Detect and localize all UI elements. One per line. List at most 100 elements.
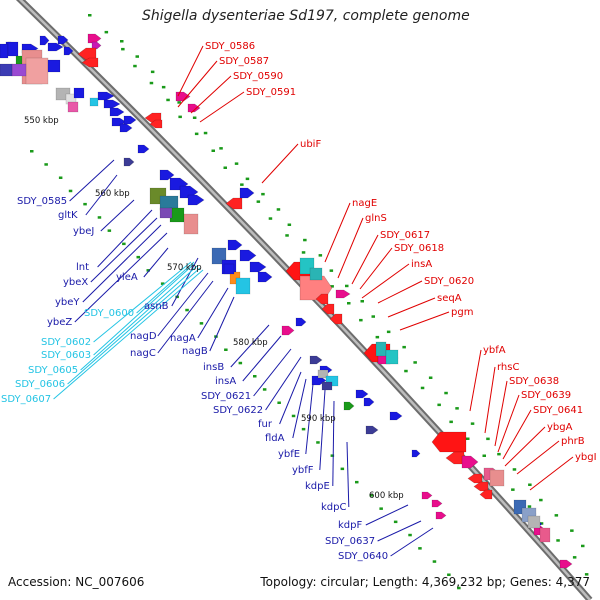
gene-label-sdy-0617-r-7[interactable]: SDY_0617 bbox=[380, 230, 430, 241]
gene-arrow-48[interactable] bbox=[365, 425, 379, 435]
feature-block-10[interactable] bbox=[73, 87, 85, 99]
feature-block-6[interactable] bbox=[0, 63, 13, 77]
gene-label-insb-b-13[interactable]: insB bbox=[203, 362, 224, 373]
gene-arrow-29[interactable] bbox=[239, 249, 257, 262]
gene-label-pgm-r-12[interactable]: pgm bbox=[451, 307, 473, 318]
gene-label-nagd-b-9[interactable]: nagD bbox=[130, 331, 157, 342]
gene-label-ubif-r-4[interactable]: ubiF bbox=[300, 139, 321, 150]
gene-arrow-42[interactable] bbox=[309, 355, 323, 365]
feature-block-27[interactable] bbox=[321, 381, 333, 391]
feature-block-4[interactable] bbox=[25, 57, 49, 85]
gene-arrow-55[interactable] bbox=[473, 481, 489, 492]
gene-label-sdy-0600-c-0[interactable]: SDY_0600 bbox=[84, 308, 134, 319]
gene-label-ybex-b-4[interactable]: ybeX bbox=[63, 277, 88, 288]
gene-label-ybej-b-2[interactable]: ybeJ bbox=[73, 226, 94, 237]
gene-label-sdy-0603-c-2[interactable]: SDY_0603 bbox=[41, 350, 91, 361]
feature-block-28[interactable] bbox=[375, 341, 387, 357]
gene-label-sdy-0641-r-17[interactable]: SDY_0641 bbox=[533, 405, 583, 416]
gene-label-nagc-b-10[interactable]: nagC bbox=[130, 348, 156, 359]
gene-arrow-45[interactable] bbox=[343, 401, 355, 411]
gene-arrow-58[interactable] bbox=[431, 499, 443, 508]
gene-label-sdy-0591-r-3[interactable]: SDY_0591 bbox=[246, 87, 296, 98]
gene-arrow-65[interactable] bbox=[559, 559, 573, 569]
gene-arrow-3[interactable] bbox=[47, 42, 64, 52]
gene-arrow-4[interactable] bbox=[57, 35, 69, 45]
gene-arrow-60[interactable] bbox=[435, 511, 447, 520]
gene-arrow-24[interactable] bbox=[175, 91, 191, 102]
gene-label-glns-r-6[interactable]: glnS bbox=[365, 213, 387, 224]
gene-arrow-39[interactable] bbox=[295, 317, 307, 327]
gene-label-sdy-0585-b-0[interactable]: SDY_0585 bbox=[17, 196, 67, 207]
gene-arrow-51[interactable] bbox=[431, 431, 467, 453]
feature-block-16[interactable] bbox=[183, 213, 199, 235]
gene-label-ybgi-r-20[interactable]: ybgI bbox=[575, 452, 597, 463]
gene-arrow-17[interactable] bbox=[123, 157, 135, 167]
gene-arrow-15[interactable] bbox=[123, 115, 137, 125]
feature-block-34[interactable] bbox=[539, 527, 551, 543]
gene-label-seqa-r-11[interactable]: seqA bbox=[437, 293, 462, 304]
gene-label-kdpc-b-22[interactable]: kdpC bbox=[321, 502, 346, 513]
gene-label-sdy-0637-b-24[interactable]: SDY_0637 bbox=[325, 536, 375, 547]
gene-label-fur-b-17[interactable]: fur bbox=[258, 419, 273, 430]
gene-label-kdpe-b-21[interactable]: kdpE bbox=[305, 481, 330, 492]
gene-arrow-7[interactable] bbox=[91, 41, 102, 50]
gene-label-sdy-0620-r-10[interactable]: SDY_0620 bbox=[424, 276, 474, 287]
feature-block-33[interactable] bbox=[527, 515, 541, 529]
gene-label-sdy-0622-b-16[interactable]: SDY_0622 bbox=[213, 405, 263, 416]
gene-arrow-21[interactable] bbox=[187, 194, 205, 206]
gene-label-gltk-b-1[interactable]: gltK bbox=[58, 210, 78, 221]
gene-arrow-23[interactable] bbox=[149, 119, 163, 129]
gene-arrow-47[interactable] bbox=[363, 397, 375, 407]
gene-arrow-35[interactable] bbox=[321, 303, 335, 315]
gene-label-sdy-0638-r-15[interactable]: SDY_0638 bbox=[509, 376, 559, 387]
feature-block-24[interactable] bbox=[309, 267, 323, 281]
gene-arrow-28[interactable] bbox=[227, 239, 243, 251]
gene-arrow-37[interactable] bbox=[335, 289, 351, 299]
gene-label-insa-r-9[interactable]: insA bbox=[411, 259, 432, 270]
feature-block-22[interactable] bbox=[223, 263, 235, 275]
gene-arrow-49[interactable] bbox=[389, 411, 403, 421]
gene-arrow-31[interactable] bbox=[257, 271, 273, 283]
gene-label-lnt-b-3[interactable]: lnt bbox=[76, 262, 89, 273]
gene-label-ybez-b-6[interactable]: ybeZ bbox=[47, 317, 72, 328]
gene-arrow-38[interactable] bbox=[281, 325, 295, 336]
gene-arrow-12[interactable] bbox=[109, 107, 125, 117]
gene-label-sdy-0587-r-1[interactable]: SDY_0587 bbox=[219, 56, 269, 67]
gene-arrow-30[interactable] bbox=[249, 261, 267, 273]
gene-arrow-54[interactable] bbox=[467, 473, 483, 484]
gene-label-ybga-r-18[interactable]: ybgA bbox=[547, 422, 573, 433]
gene-label-rhsc-r-14[interactable]: rhsC bbox=[497, 362, 519, 373]
gene-arrow-52[interactable] bbox=[445, 451, 465, 465]
feature-block-29[interactable] bbox=[385, 349, 399, 365]
gene-label-asnb-b-8[interactable]: asnB bbox=[144, 301, 169, 312]
gene-label-sdy-0639-r-16[interactable]: SDY_0639 bbox=[521, 390, 571, 401]
feature-block-30[interactable] bbox=[489, 469, 505, 487]
gene-label-sdy-0618-r-8[interactable]: SDY_0618 bbox=[394, 243, 444, 254]
feature-block-25[interactable] bbox=[317, 369, 329, 379]
gene-arrow-56[interactable] bbox=[479, 489, 493, 500]
gene-label-sdy-0640-b-25[interactable]: SDY_0640 bbox=[338, 551, 388, 562]
gene-arrow-34[interactable] bbox=[315, 293, 329, 305]
gene-label-naga-b-11[interactable]: nagA bbox=[170, 333, 196, 344]
feature-block-12[interactable] bbox=[89, 97, 99, 107]
gene-label-kdpf-b-23[interactable]: kdpF bbox=[338, 520, 362, 531]
gene-arrow-16[interactable] bbox=[137, 144, 150, 154]
gene-arrow-18[interactable] bbox=[159, 169, 175, 181]
gene-label-sdy-0607-c-5[interactable]: SDY_0607 bbox=[1, 394, 51, 405]
gene-arrow-6[interactable] bbox=[87, 33, 102, 44]
gene-label-phrb-r-19[interactable]: phrB bbox=[561, 436, 585, 447]
gene-label-ybfa-r-13[interactable]: ybfA bbox=[483, 345, 506, 356]
gene-label-sdy-0590-r-2[interactable]: SDY_0590 bbox=[233, 71, 283, 82]
gene-label-sdy-0605-c-3[interactable]: SDY_0605 bbox=[28, 365, 78, 376]
gene-label-sdy-0602-c-1[interactable]: SDY_0602 bbox=[41, 337, 91, 348]
gene-label-nage-r-5[interactable]: nagE bbox=[352, 198, 377, 209]
gene-label-ybff-b-20[interactable]: ybfF bbox=[292, 465, 314, 476]
feature-block-1[interactable] bbox=[7, 41, 19, 57]
gene-label-flda-b-18[interactable]: fldA bbox=[265, 433, 285, 444]
gene-label-ybey-b-5[interactable]: ybeY bbox=[55, 297, 80, 308]
feature-block-21[interactable] bbox=[235, 277, 251, 295]
gene-label-sdy-0621-b-15[interactable]: SDY_0621 bbox=[201, 391, 251, 402]
gene-arrow-50[interactable] bbox=[411, 449, 421, 458]
gene-label-insa-b-14[interactable]: insA bbox=[215, 376, 236, 387]
feature-block-11[interactable] bbox=[67, 101, 79, 113]
